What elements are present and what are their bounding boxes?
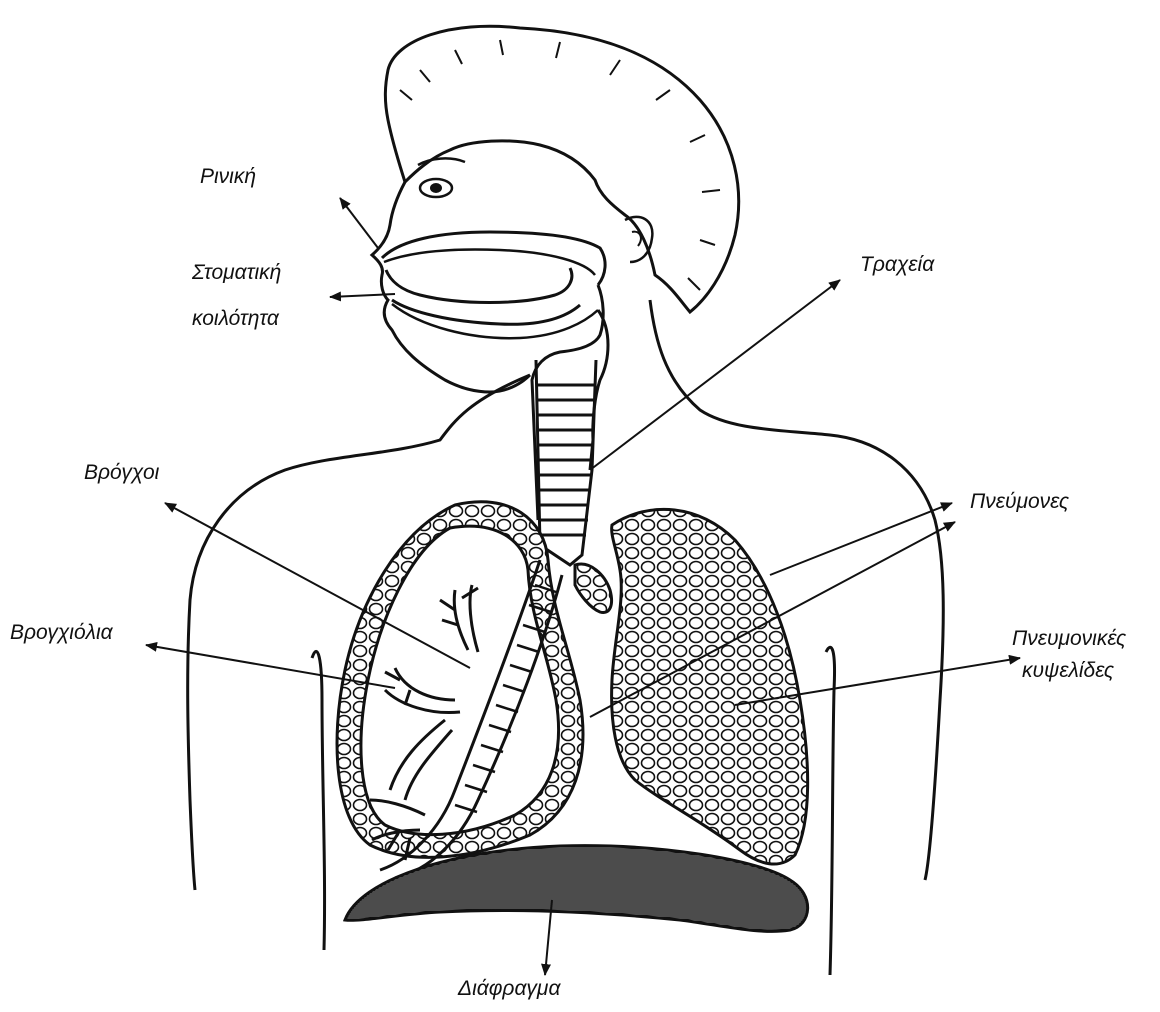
label-nasal: Ρινική [200,162,256,192]
label-lungs: Πνεύμονες [970,487,1069,517]
left-lung [337,502,583,858]
label-oral-line1: Στοματική [192,258,281,288]
right-lung [575,509,808,864]
diaphragm [345,846,808,932]
hair [385,26,738,312]
label-oral-line2: κοιλότητα [192,304,279,334]
label-bronchi: Βρόγχοι [84,458,159,488]
right-arm-line [826,647,835,975]
oral-cavity [386,268,572,303]
label-diaphragm: Διάφραγμα [458,974,560,1004]
arrow-nasal [340,198,378,248]
ear [625,217,652,262]
left-arm-line [312,651,325,950]
label-alveoli-line1: Πνευμονικές [1012,624,1126,654]
label-bronchioles: Βρογχιόλια [10,618,113,648]
label-trachea: Τραχεία [860,250,934,280]
label-alveoli-line2: κυψελίδες [1022,656,1114,686]
face-profile [372,182,530,392]
arrow-trachea [590,280,840,470]
trachea [536,360,596,565]
